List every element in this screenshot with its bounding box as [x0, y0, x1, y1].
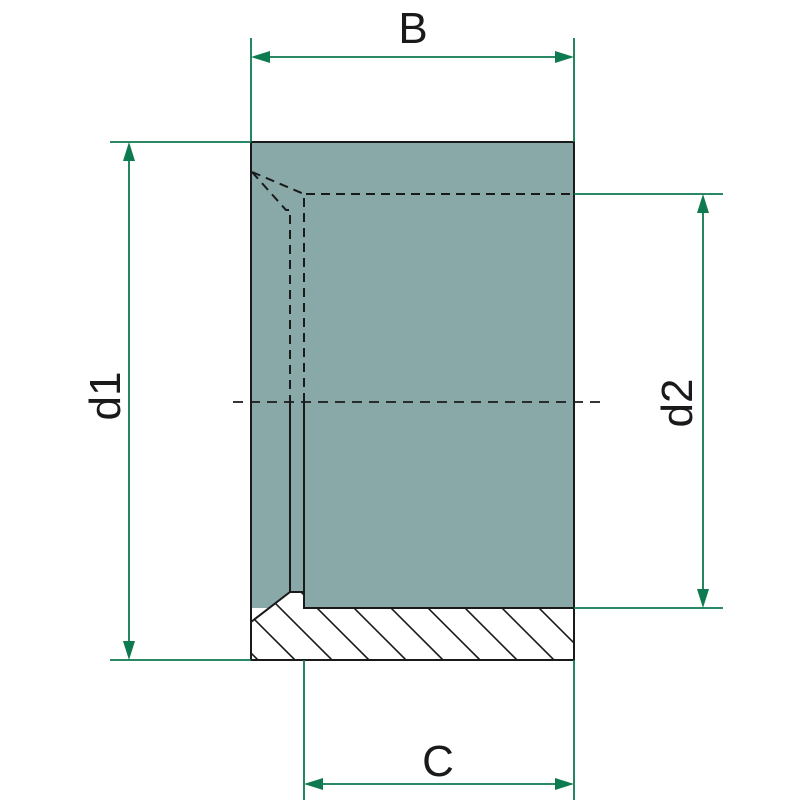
body-outline	[250, 141, 575, 660]
label-d1: d1	[81, 372, 130, 421]
label-d2: d2	[653, 379, 702, 428]
hidden-lines	[251, 171, 574, 402]
bushing-body	[251, 142, 574, 608]
dimension-B	[250, 38, 575, 142]
label-C: C	[422, 737, 454, 786]
dimension-C	[303, 660, 575, 800]
label-B: B	[398, 4, 427, 53]
dimension-d2	[574, 193, 723, 609]
dimension-d1	[110, 141, 251, 661]
